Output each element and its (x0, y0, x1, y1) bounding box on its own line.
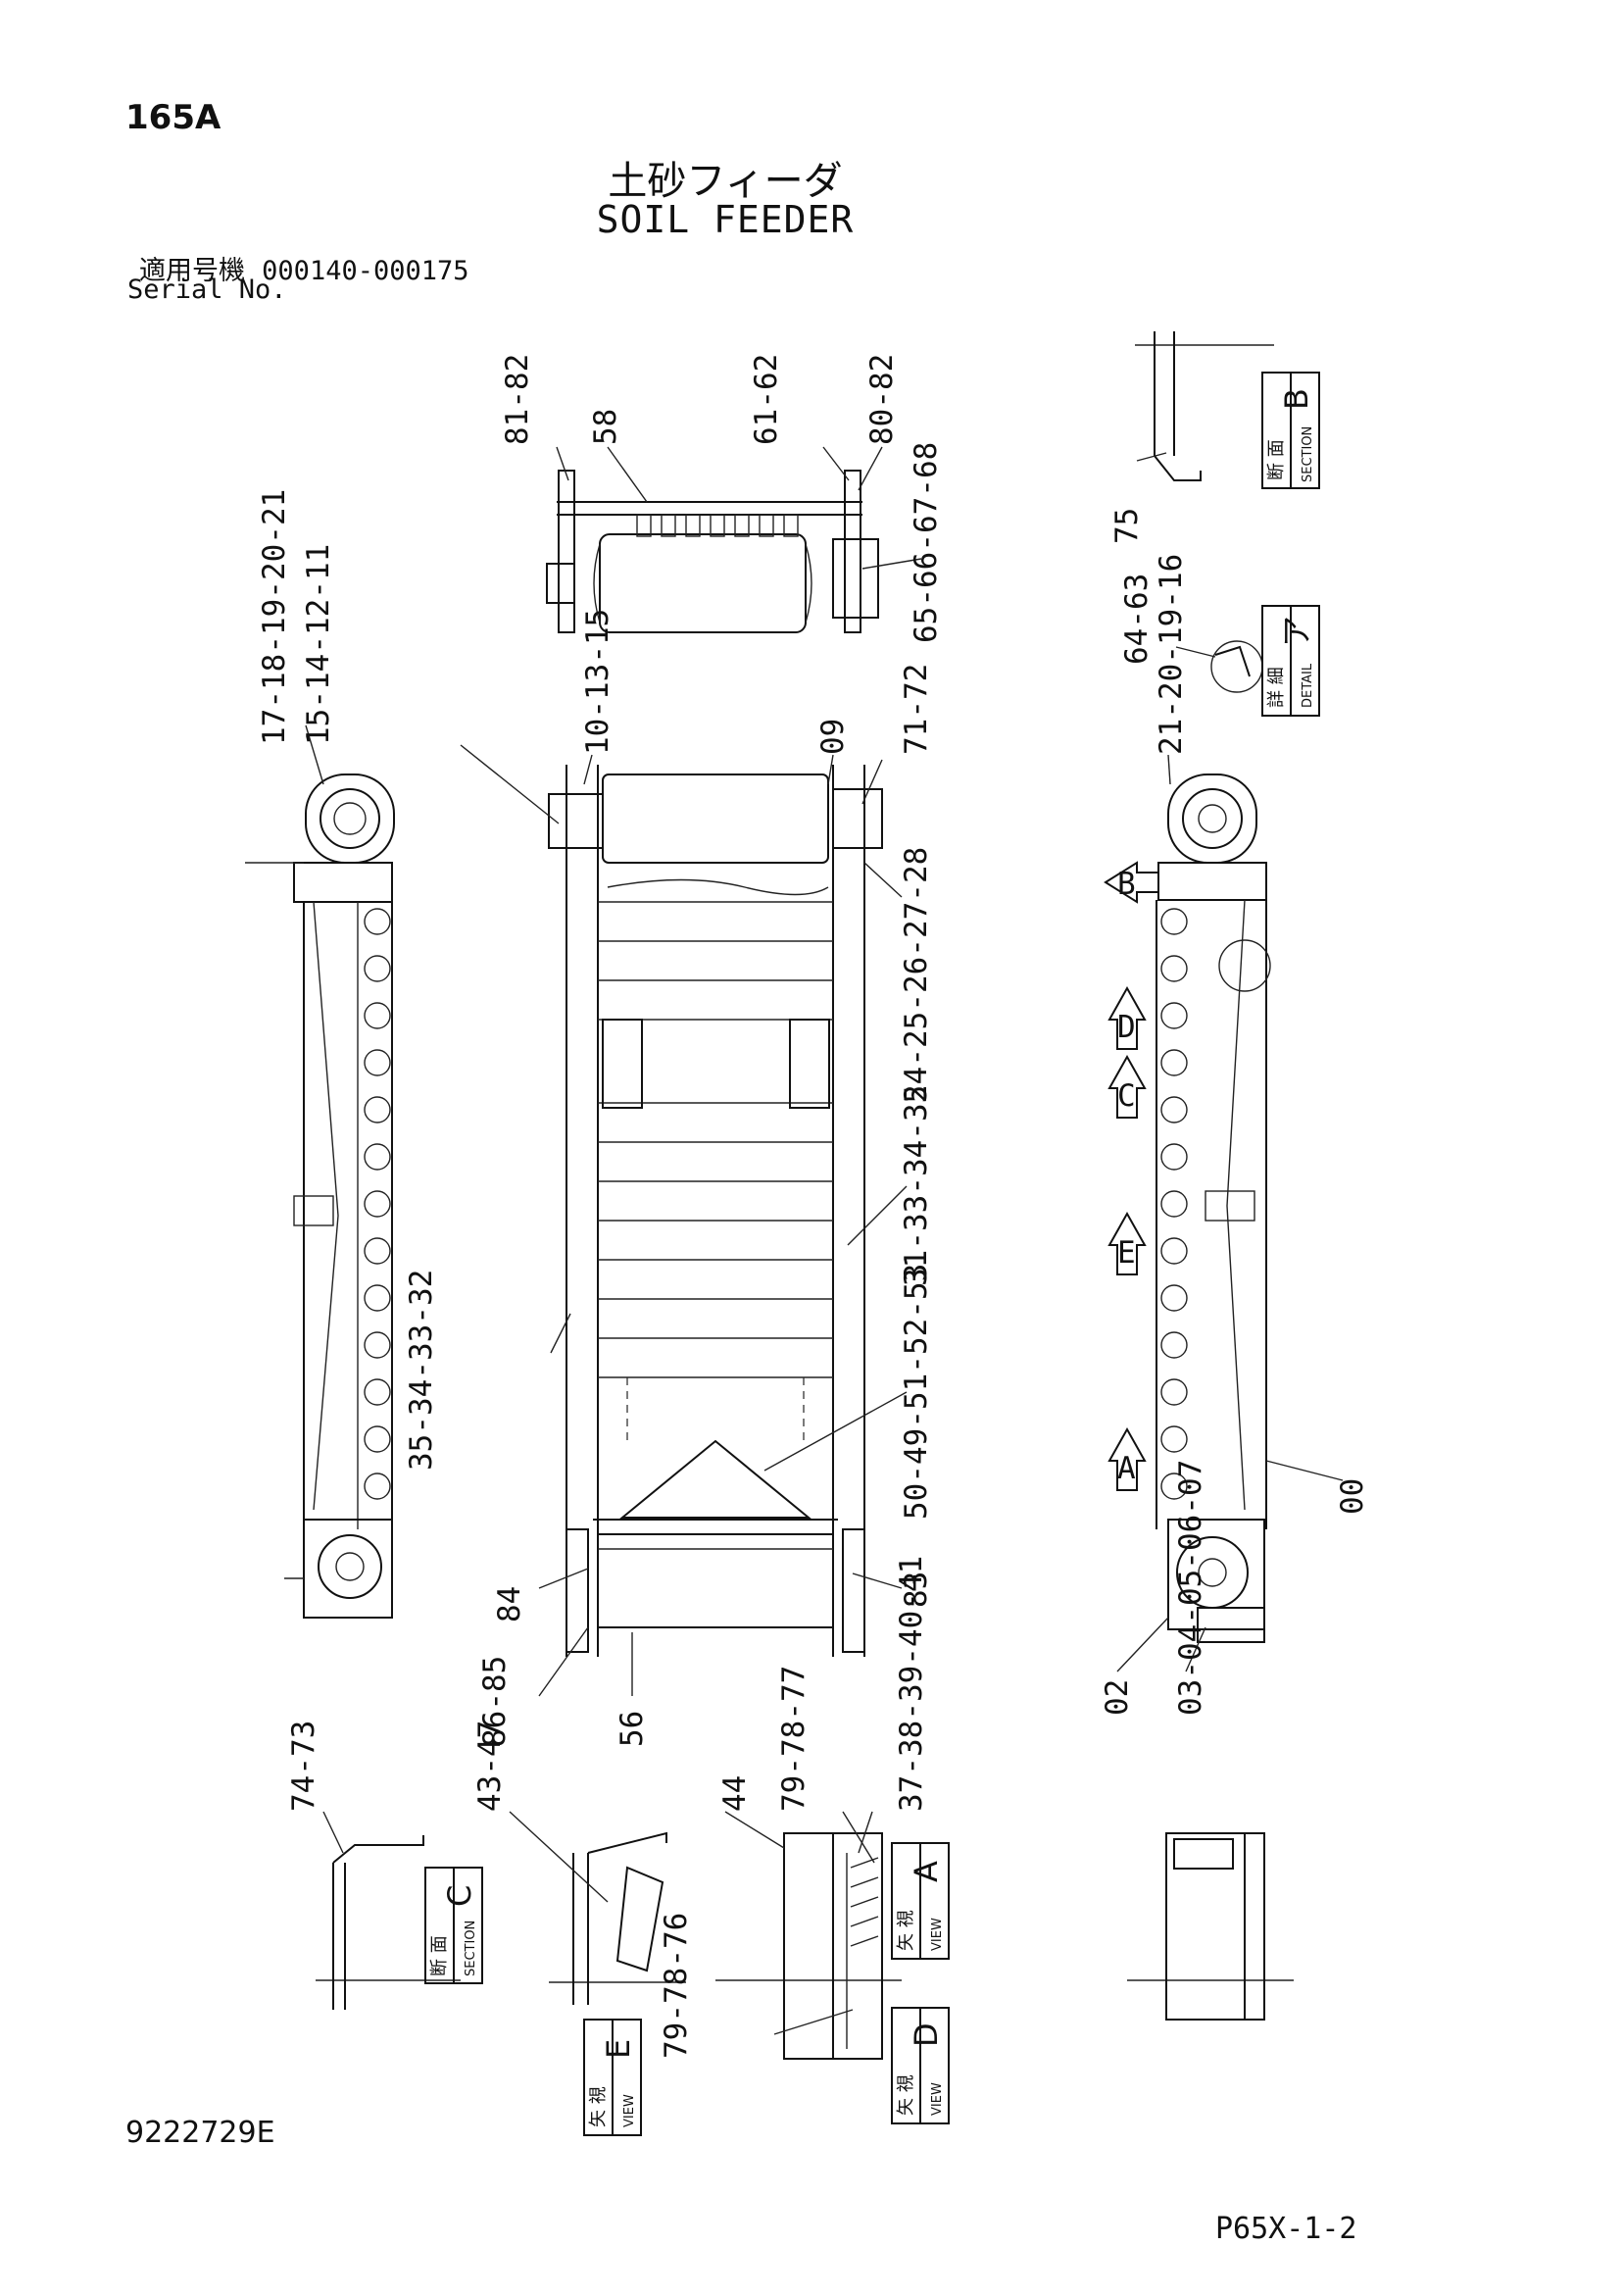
callout-09: 09 (815, 719, 851, 755)
callout-56: 56 (615, 1711, 650, 1747)
callout-50-53: 50-49-51-52-53 (899, 1264, 934, 1520)
callout-79-78-76: 79-78-76 (659, 1913, 694, 2059)
view-a-jp: 矢 視 (896, 1910, 916, 1951)
right-side-view (1156, 774, 1271, 1643)
arrow-e-label: E (1117, 1235, 1136, 1271)
view-arrows: B D C E A (1104, 861, 1159, 1491)
callout-15-11: 15-14-12-11 (301, 544, 336, 745)
detail-a-letter: ア (1278, 616, 1315, 647)
callout-61-62: 61-62 (749, 354, 784, 445)
callout-44: 44 (717, 1775, 753, 1812)
section-b-detail (1135, 331, 1320, 489)
callout-labels: 81-82 58 61-62 80-82 65-66-67-68 75 64-6… (257, 354, 1370, 2059)
top-drum-view (546, 470, 879, 633)
arrow-a-label: A (1117, 1451, 1136, 1486)
view-d-en: VIEW (930, 2082, 945, 2116)
center-plan-view (548, 765, 883, 1657)
callout-83: 83 (899, 1572, 934, 1608)
view-e-jp: 矢 視 (588, 2086, 609, 2127)
detail-a-jp: 詳 細 (1266, 667, 1287, 708)
section-c-jp: 断 面 (429, 1935, 450, 1976)
callout-58: 58 (588, 409, 623, 445)
arrow-c-label: C (1117, 1078, 1136, 1114)
section-c-letter: C (441, 1885, 478, 1907)
section-c-detail (316, 1835, 483, 2010)
callout-24-28: 24-25-26-27-28 (899, 847, 934, 1103)
callout-43-47: 43-47 (472, 1721, 508, 1812)
leader-lines (305, 446, 1344, 2035)
callout-00: 00 (1335, 1478, 1370, 1515)
callout-37-41: 37-38-39-40-41 (894, 1556, 929, 1812)
page-code: 165A (125, 98, 221, 137)
view-a-d-detail (715, 1832, 950, 2124)
arrow-b-label: B (1117, 867, 1136, 902)
arrow-d-label: D (1117, 1010, 1136, 1045)
view-e-letter: E (600, 2039, 637, 2059)
callout-21-16: 21-20-19-16 (1154, 554, 1189, 755)
callout-17-21: 17-18-19-20-21 (257, 489, 292, 745)
view-e-detail (549, 1831, 686, 2136)
document-number: 9222729E (125, 2116, 275, 2150)
serial-label-en: Serial No. (127, 275, 287, 305)
section-c-en: SECTION (464, 1921, 478, 1976)
callout-86-85: 86-85 (477, 1656, 513, 1747)
callout-81-82: 81-82 (500, 354, 535, 445)
callout-35-32: 35-34-33-32 (404, 1270, 439, 1471)
view-a-letter: A (908, 1861, 945, 1882)
detail-a-view (1210, 605, 1320, 717)
view-a-en: VIEW (930, 1918, 945, 1951)
callout-75: 75 (1109, 508, 1145, 544)
section-b-jp: 断 面 (1266, 439, 1287, 480)
title-japanese: 土砂フィーダ (608, 159, 843, 204)
section-b-en: SECTION (1301, 426, 1315, 482)
callout-10-13-15: 10-13-15 (580, 609, 615, 755)
left-side-view (245, 774, 395, 1619)
callout-65-68: 65-66-67-68 (909, 442, 944, 643)
callout-84: 84 (492, 1586, 527, 1622)
callout-79-78-77: 79-78-77 (776, 1666, 812, 1812)
sheet-code: P65X-1-2 (1215, 2212, 1357, 2246)
title-english: SOIL FEEDER (596, 198, 855, 241)
serial-number-line: 適用号機 000140-000175 (139, 249, 469, 287)
serial-label-jp: 適用号機 (139, 256, 245, 286)
callout-03-07: 03-04-05-06-07 (1173, 1460, 1208, 1716)
section-b-letter: B (1278, 388, 1315, 410)
box-labels: B 断 面 SECTION ア 詳 細 DETAIL C 断 面 SECTION… (429, 388, 1315, 2127)
view-e-en: VIEW (622, 2094, 637, 2127)
callout-02: 02 (1100, 1679, 1135, 1716)
callout-74-73: 74-73 (286, 1721, 321, 1812)
serial-range: 000140-000175 (262, 256, 469, 286)
view-d-jp: 矢 視 (896, 2074, 916, 2116)
callout-80-82: 80-82 (864, 354, 900, 445)
callout-31-35: 31-33-34-35 (899, 1085, 934, 1286)
detail-a-en: DETAIL (1301, 663, 1315, 708)
callout-71-72: 71-72 (899, 664, 934, 755)
view-d-letter: D (908, 2022, 945, 2047)
callout-64-63: 64-63 (1119, 574, 1155, 665)
right-bottom-detail (1127, 1832, 1294, 2021)
